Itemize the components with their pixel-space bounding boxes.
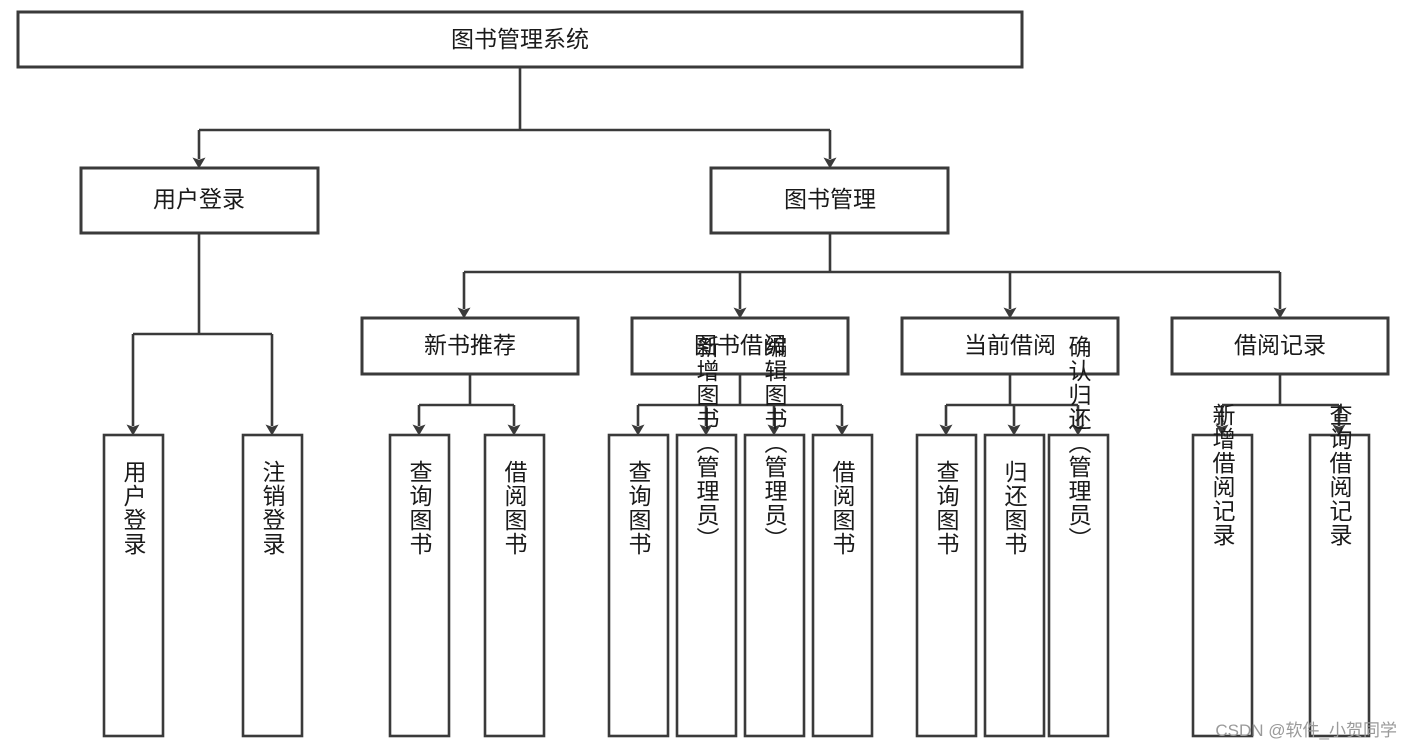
node-current-borrow-box[interactable] [900,316,1120,376]
node-book-manage[interactable]: 图书管理 [709,166,950,235]
node-leaf-query-record-box[interactable] [1308,433,1371,738]
node-new-book-recommend[interactable]: 新书推荐 [360,316,580,376]
node-leaf-confirm-return-box[interactable] [1047,433,1110,738]
node-book-borrow-box[interactable] [630,316,850,376]
node-leaf-query-book-3-box[interactable] [915,433,978,738]
node-leaf-return-book-label: 归还图书 [1001,460,1028,556]
node-leaf-borrow-book-2[interactable]: 借阅图书 [811,433,874,738]
node-leaf-add-book[interactable]: 新增图书（管理员） [675,335,738,738]
node-user-login-box[interactable] [79,166,320,235]
node-leaf-borrow-book-2-label: 借阅图书 [829,460,856,556]
node-leaf-edit-book[interactable]: 编辑图书（管理员） [743,335,806,738]
node-borrow-record-box[interactable] [1170,316,1390,376]
node-leaf-query-book-2-box[interactable] [607,433,670,738]
node-user-login-label: 用户登录 [153,186,245,212]
node-book-borrow-label: 图书借阅 [694,332,786,358]
node-leaf-logout-login[interactable]: 注销登录 [241,433,304,738]
node-leaf-query-book-3-label: 查询图书 [933,460,960,556]
node-new-book-recommend-label: 新书推荐 [424,332,516,358]
node-leaf-query-record[interactable]: 查询借阅记录 [1308,403,1371,738]
node-leaf-query-book-1[interactable]: 查询图书 [388,433,451,738]
node-leaf-user-login-label: 用户登录 [120,460,147,556]
node-current-borrow[interactable]: 当前借阅 [900,316,1120,376]
node-leaf-return-book[interactable]: 归还图书 [983,433,1046,738]
node-leaf-add-record-label: 新增借阅记录 [1209,403,1236,547]
node-leaf-query-record-label: 查询借阅记录 [1326,403,1353,547]
node-leaf-user-login[interactable]: 用户登录 [102,433,165,738]
node-leaf-edit-book-label: 编辑图书（管理员） [761,335,788,551]
node-leaf-query-book-2[interactable]: 查询图书 [607,433,670,738]
node-leaf-confirm-return-label: 确认归还（管理员） [1065,335,1092,551]
node-leaf-query-book-1-box[interactable] [388,433,451,738]
node-new-book-recommend-box[interactable] [360,316,580,376]
node-leaf-edit-book-box[interactable] [743,433,806,738]
node-leaf-borrow-book-1[interactable]: 借阅图书 [483,433,546,738]
node-leaf-return-book-box[interactable] [983,433,1046,738]
node-leaf-query-book-1-label: 查询图书 [406,460,433,556]
node-root[interactable]: 图书管理系统 [16,10,1024,69]
node-leaf-query-book-2-label: 查询图书 [625,460,652,556]
node-leaf-borrow-book-1-label: 借阅图书 [501,460,528,556]
node-leaf-borrow-book-1-box[interactable] [483,433,546,738]
node-user-login[interactable]: 用户登录 [79,166,320,235]
node-book-manage-box[interactable] [709,166,950,235]
node-leaf-add-record[interactable]: 新增借阅记录 [1191,403,1254,738]
node-leaf-add-book-label: 新增图书（管理员） [693,335,720,551]
node-current-borrow-label: 当前借阅 [964,332,1056,358]
edge-layer [126,67,1346,436]
node-book-borrow[interactable]: 图书借阅 [630,316,850,376]
node-leaf-logout-login-box[interactable] [241,433,304,738]
node-leaf-logout-login-label: 注销登录 [259,460,286,556]
node-leaf-confirm-return[interactable]: 确认归还（管理员） [1047,335,1110,738]
node-root-box[interactable] [16,10,1024,69]
node-leaf-borrow-book-2-box[interactable] [811,433,874,738]
node-book-manage-label: 图书管理 [784,186,876,212]
node-borrow-record[interactable]: 借阅记录 [1170,316,1390,376]
node-leaf-query-book-3[interactable]: 查询图书 [915,433,978,738]
node-leaf-user-login-box[interactable] [102,433,165,738]
node-leaf-add-record-box[interactable] [1191,433,1254,738]
node-borrow-record-label: 借阅记录 [1234,332,1326,358]
node-root-label: 图书管理系统 [451,26,589,52]
node-leaf-add-book-box[interactable] [675,433,738,738]
